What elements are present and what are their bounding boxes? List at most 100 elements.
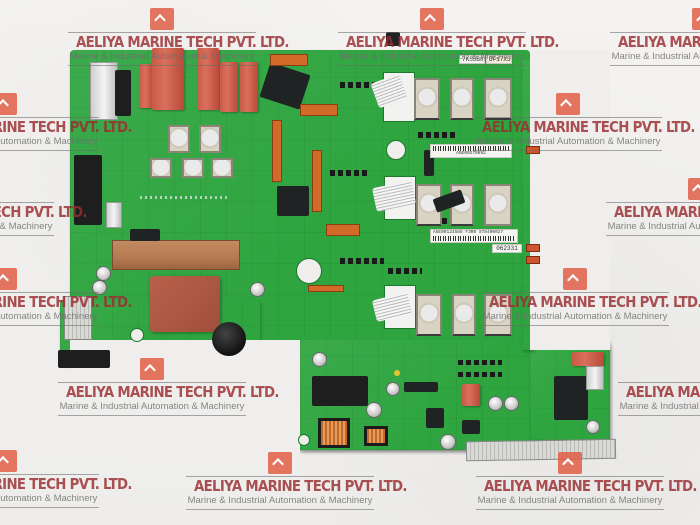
watermark-divider: [0, 117, 99, 118]
igbt-terminal: [484, 78, 512, 120]
watermark-subtitle: Marine & Industrial Automation & Machine…: [187, 495, 373, 506]
watermark-divider: [474, 117, 662, 118]
watermark-title: AELIYA MARINE TECH PVT. LTD.: [482, 118, 695, 136]
solder-pad: [168, 125, 190, 153]
relay-block: [58, 350, 110, 368]
watermark-3: AELIYA MARINE TECH PVT. LTD. Marine & In…: [604, 8, 700, 66]
transistor: [426, 408, 444, 428]
barcode-graphic: [433, 236, 515, 241]
watermark-title: AELIYA MARINE TECH PVT. LTD.: [0, 118, 132, 136]
serial-label: DF17X3: [486, 55, 512, 64]
watermark-divider: [186, 509, 374, 510]
watermark-1: AELIYA MARINE TECH PVT. LTD. Marine & In…: [62, 8, 289, 66]
dip-ic-chip: [404, 382, 438, 392]
watermark-title: AELIYA MARINE TECH PVT. LTD.: [626, 383, 700, 401]
watermark-subtitle: Marine & Industrial Automation & Machine…: [0, 221, 53, 232]
smd-components: [418, 132, 456, 138]
electrolytic-capacitor: [488, 396, 503, 411]
house-roof-icon: [556, 93, 580, 115]
house-roof-icon: [558, 452, 582, 474]
electrolytic-capacitor: [92, 280, 107, 295]
watermark-title: AELIYA MARINE TECH PVT. LTD.: [194, 477, 407, 495]
watermark-subtitle: Marine & Industrial Automation & Machine…: [69, 51, 255, 62]
house-roof-icon: [692, 8, 700, 30]
film-capacitor: [139, 64, 154, 108]
relay-bracket: [106, 202, 122, 228]
regulator-ic: [462, 420, 480, 434]
house-roof-icon: [420, 8, 444, 30]
solder-pad: [199, 125, 221, 153]
smd-components: [330, 170, 370, 176]
watermark-divider: [0, 202, 54, 203]
house-roof-icon: [688, 178, 700, 200]
watermark-divider: [0, 150, 99, 151]
house-roof-icon: [140, 358, 164, 380]
pin-header: [308, 285, 344, 292]
date-code-label: 062331: [492, 244, 522, 253]
solder-pad: [211, 158, 233, 178]
watermark-divider: [481, 325, 669, 326]
watermark-9: AELIYA MARINE TECH PVT. LTD. Marine & In…: [475, 268, 700, 326]
transformer-module: [277, 186, 309, 216]
watermark-title: AELIYA MARINE TECH PVT. LTD.: [614, 203, 700, 221]
inductor-coil: [364, 426, 388, 446]
pin-header-vertical: [272, 120, 282, 182]
indicator-led: [394, 370, 400, 376]
igbt-terminal: [484, 184, 512, 226]
film-capacitor: [197, 48, 219, 110]
house-roof-icon: [0, 268, 17, 290]
watermark-7: AELIYA MARINE TECH PVT. LTD. Marine & In…: [600, 178, 700, 236]
watermark-divider: [58, 382, 246, 383]
smd-components: [340, 82, 380, 88]
house-roof-icon: [268, 452, 292, 474]
watermark-divider: [0, 325, 99, 326]
smd-components: [340, 258, 384, 264]
watermark-divider: [58, 415, 246, 416]
mounting-hole: [130, 328, 144, 342]
watermark-13: AELIYA MARINE TECH PVT. LTD. Marine & In…: [180, 452, 407, 510]
house-roof-icon: [150, 8, 174, 30]
electrolytic-capacitor: [504, 396, 519, 411]
barcode-graphic: [433, 146, 509, 151]
watermark-title: AELIYA MARINE TECH PVT. LTD.: [66, 383, 279, 401]
side-connector: [64, 296, 92, 340]
watermark-divider: [186, 476, 374, 477]
watermark-divider: [0, 507, 99, 508]
serial-label: 7KS5B8: [459, 55, 485, 64]
watermark-2: AELIYA MARINE TECH PVT. LTD. Marine & In…: [332, 8, 559, 66]
igbt-terminal: [452, 294, 476, 336]
watermark-divider: [474, 150, 662, 151]
watermark-divider: [476, 476, 664, 477]
solder-pad: [182, 158, 204, 178]
edge-pin: [526, 256, 540, 264]
watermark-10: AELIYA MARINE TECH PVT. LTD. Marine & In…: [52, 358, 279, 416]
watermark-divider: [610, 32, 700, 33]
power-transformer: [150, 276, 220, 332]
barcode-label: A5E00270892: [430, 144, 512, 158]
copper-busbar: [112, 240, 240, 270]
part-number-text: A5E00124585 F3R0 ST8400027: [433, 230, 504, 235]
watermark-divider: [476, 509, 664, 510]
watermark-subtitle: Marine & Industrial Automation & Machine…: [482, 311, 668, 322]
watermark-divider: [481, 292, 669, 293]
watermark-subtitle: Marine & Industrial Automation & Machine…: [607, 221, 700, 232]
wire-clip: [386, 32, 400, 46]
electrolytic-capacitor: [586, 420, 600, 434]
edge-pin: [526, 244, 540, 252]
watermark-5: AELIYA MARINE TECH PVT. LTD. Marine & In…: [468, 93, 695, 151]
watermark-11: AELIYA MARINE TECH PVT. LTD. Marine & In…: [612, 358, 700, 416]
relay: [554, 376, 588, 420]
watermark-subtitle: Marine & Industrial Automation & Machine…: [619, 401, 700, 412]
smd-components: [458, 360, 502, 365]
smd-components: [388, 268, 422, 274]
inductor-coil: [318, 418, 350, 448]
watermark-6: AELIYA MARINE TECH PVT. LTD. Marine & In…: [0, 178, 87, 236]
barcode-text: A5E00270892: [456, 151, 486, 156]
watermark-title: AELIYA MARINE TECH PVT. LTD.: [489, 293, 700, 311]
part-number-label: A5E00124585 F3R0 ST8400027: [430, 229, 518, 243]
watermark-divider: [338, 65, 526, 66]
watermark-title: AELIYA MARINE TECH PVT. LTD.: [484, 477, 697, 495]
watermark-subtitle: Marine & Industrial Automation & Machine…: [475, 136, 661, 147]
pin-header-vertical: [312, 150, 322, 212]
watermark-subtitle: Marine & Industrial Automation & Machine…: [59, 401, 245, 412]
